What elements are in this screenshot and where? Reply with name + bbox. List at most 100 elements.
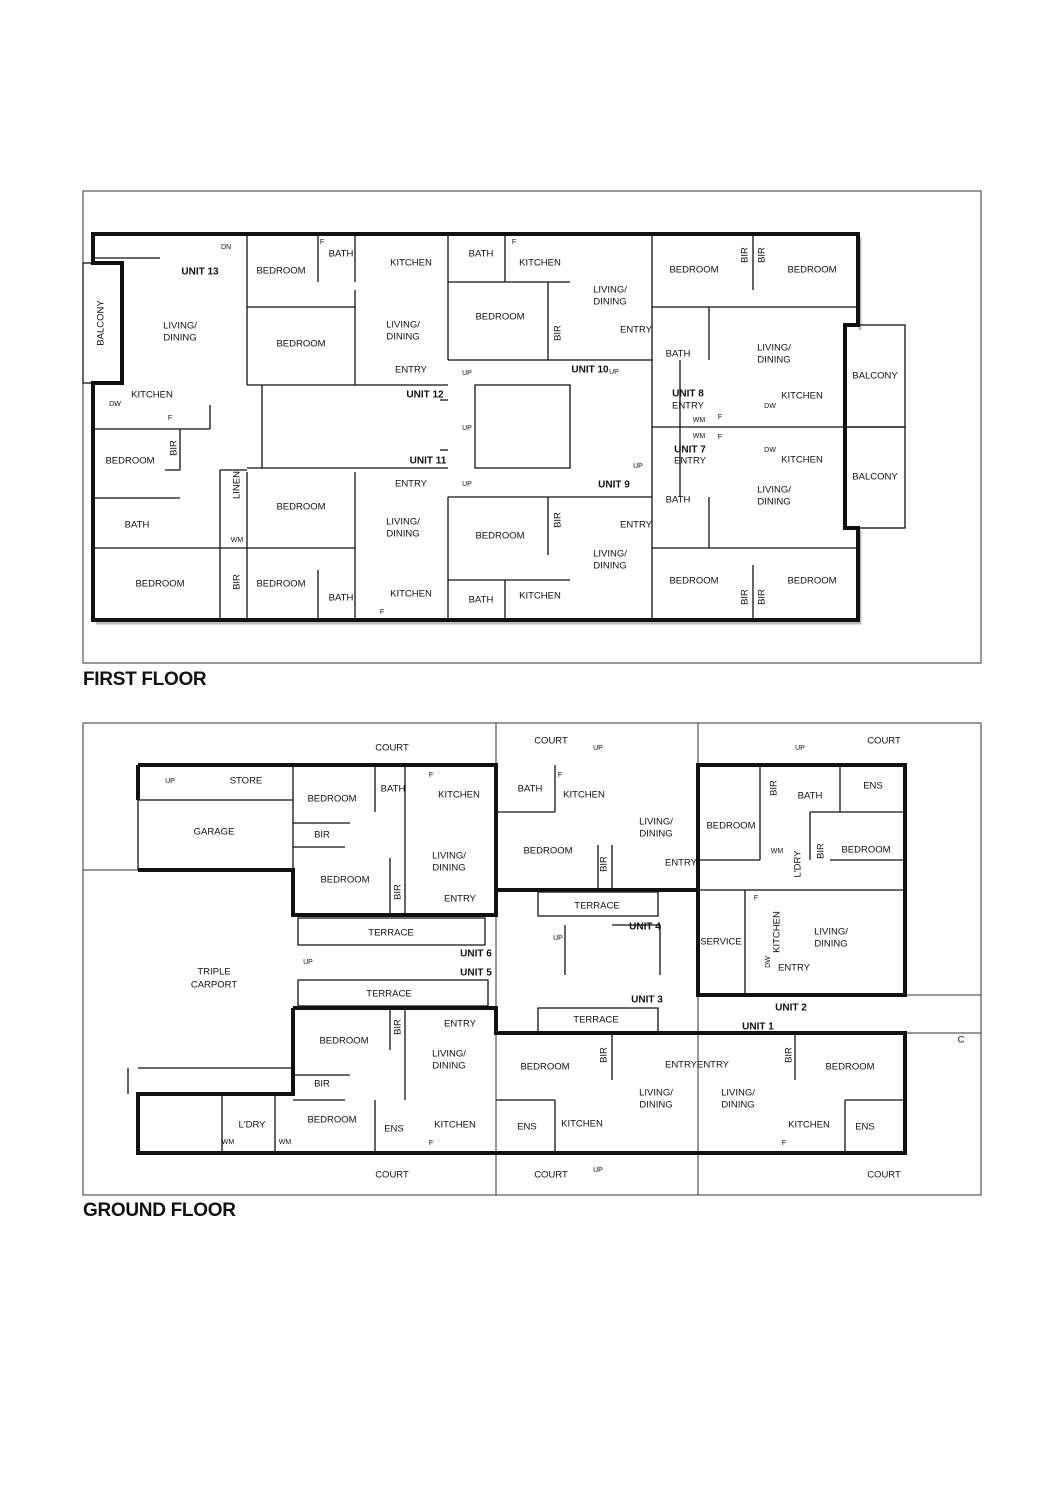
room-label: BIR — [740, 247, 751, 263]
room-label: BEDROOM — [256, 266, 305, 277]
room-label: LINEN — [232, 471, 243, 499]
room-label: F — [429, 772, 433, 779]
room-label: DINING — [432, 1061, 465, 1072]
room-label: BALCONY — [852, 371, 898, 382]
room-label: BIR — [393, 884, 404, 900]
room-label: BEDROOM — [669, 265, 718, 276]
room-label: BATH — [469, 249, 494, 260]
first-floor-heading: FIRST FLOOR — [83, 669, 207, 690]
first-floor-frame — [82, 190, 982, 664]
room-label: LIVING/ — [814, 927, 848, 938]
room-label: BIR — [769, 780, 780, 796]
room-label: BATH — [666, 495, 691, 506]
room-label: UP — [609, 369, 619, 376]
room-label: DW — [109, 401, 121, 408]
room-label: UNIT 8 — [672, 389, 704, 400]
room-label: BEDROOM — [825, 1062, 874, 1073]
room-label: F — [754, 895, 758, 902]
room-label: BEDROOM — [787, 265, 836, 276]
room-label: CARPORT — [191, 980, 237, 991]
room-label: STORE — [230, 776, 263, 787]
room-label: F — [380, 609, 384, 616]
room-label: WM — [693, 433, 706, 440]
room-label: LIVING/ — [757, 485, 791, 496]
room-label: BEDROOM — [276, 502, 325, 513]
room-label: L'DRY — [793, 850, 804, 878]
room-label: UP — [593, 1167, 603, 1174]
room-label: WM — [771, 848, 784, 855]
room-label: LIVING/ — [163, 321, 197, 332]
room-label: BEDROOM — [475, 531, 524, 542]
room-label: KITCHEN — [772, 911, 783, 953]
room-label: UNIT 12 — [406, 390, 444, 401]
room-label: LIVING/ — [639, 1088, 673, 1099]
room-label: BEDROOM — [307, 794, 356, 805]
room-label: ENTRY — [665, 858, 698, 869]
room-label: COURT — [375, 743, 409, 754]
room-label: BATH — [518, 784, 543, 795]
room-label: KITCHEN — [563, 790, 605, 801]
room-label: BATH — [329, 593, 354, 604]
room-label: ENTRY — [395, 479, 428, 490]
room-label: BIR — [314, 1079, 330, 1090]
room-label: DINING — [757, 355, 790, 366]
room-label: WM — [279, 1139, 292, 1146]
room-label: COURT — [375, 1170, 409, 1181]
room-label: BEDROOM — [319, 1036, 368, 1047]
room-label: UP — [303, 959, 313, 966]
room-label: DINING — [721, 1100, 754, 1111]
room-label: BIR — [599, 856, 610, 872]
room-label: C — [958, 1035, 965, 1046]
room-label: LIVING/ — [386, 320, 420, 331]
room-label: UNIT 13 — [181, 267, 219, 278]
room-label: UP — [165, 778, 175, 785]
room-label: ENTRY — [395, 365, 428, 376]
room-label: BIR — [784, 1047, 795, 1063]
room-label: KITCHEN — [390, 589, 432, 600]
room-label: UP — [462, 425, 472, 432]
room-label: KITCHEN — [561, 1119, 603, 1130]
room-label: BEDROOM — [256, 579, 305, 590]
room-label: BIR — [232, 574, 243, 590]
room-label: LIVING/ — [386, 517, 420, 528]
room-label: UNIT 4 — [629, 922, 661, 933]
room-label: BATH — [381, 784, 406, 795]
room-label: TERRACE — [573, 1015, 618, 1026]
room-label: ENS — [855, 1122, 875, 1133]
room-label: DINING — [814, 939, 847, 950]
room-label: KITCHEN — [390, 258, 432, 269]
room-label: DINING — [386, 332, 419, 343]
room-label: ENS — [384, 1124, 404, 1135]
room-label: UNIT 11 — [410, 456, 447, 467]
ground-floor-plan — [82, 722, 982, 1196]
room-label: L'DRY — [239, 1120, 267, 1131]
room-label: DW — [764, 403, 776, 410]
room-label: BATH — [125, 520, 150, 531]
room-label: BIR — [740, 589, 751, 605]
room-label: UNIT 9 — [598, 480, 630, 491]
first-floor-interior-walls — [93, 234, 858, 620]
room-label: UNIT 7 — [674, 445, 706, 456]
room-label: F — [782, 1140, 786, 1147]
room-label: ENTRY — [620, 520, 653, 531]
room-label: BIR — [169, 440, 180, 456]
room-label: TRIPLE — [197, 967, 230, 978]
room-label: UNIT 1 — [742, 1022, 774, 1033]
room-label: BATH — [666, 349, 691, 360]
room-label: LIVING/ — [593, 549, 627, 560]
room-label: UP — [633, 463, 643, 470]
room-label: BEDROOM — [523, 846, 572, 857]
room-label: TERRACE — [574, 901, 619, 912]
room-label: DINING — [757, 497, 790, 508]
room-label: BEDROOM — [706, 821, 755, 832]
room-label: LIVING/ — [432, 851, 466, 862]
room-label: TERRACE — [368, 928, 413, 939]
room-label: BIR — [553, 325, 564, 341]
room-label: LIVING/ — [757, 343, 791, 354]
room-label: WM — [693, 417, 706, 424]
room-label: BEDROOM — [669, 576, 718, 587]
room-label: F — [558, 772, 562, 779]
room-label: ENTRY — [620, 325, 653, 336]
room-label: KITCHEN — [781, 455, 823, 466]
